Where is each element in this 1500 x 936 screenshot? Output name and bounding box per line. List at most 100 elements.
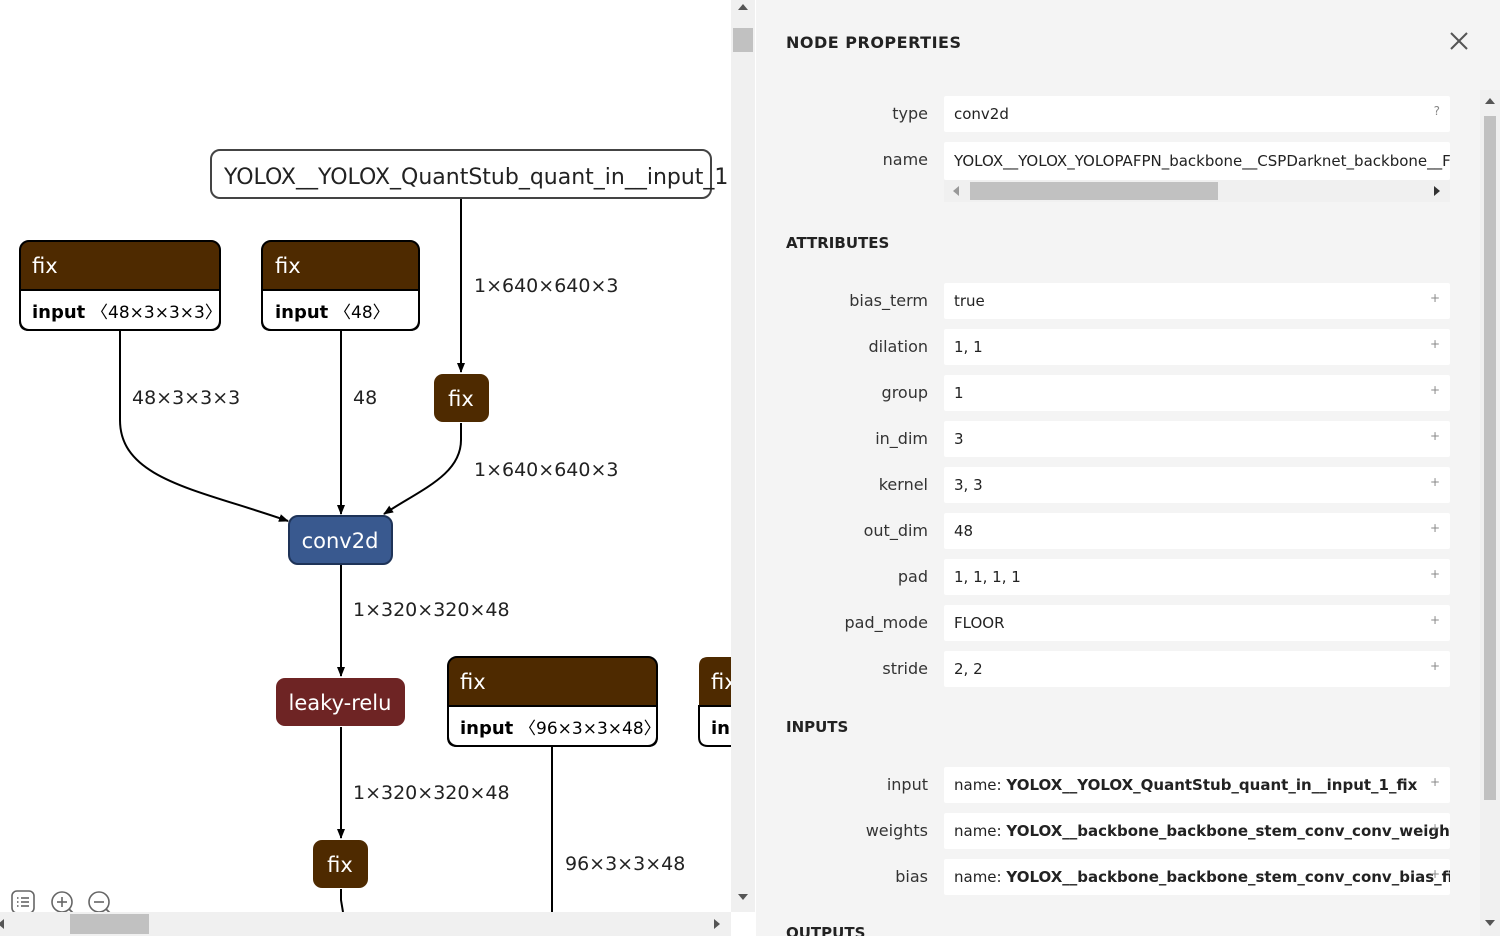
expand-plus-icon[interactable]: + [1429,867,1440,881]
panel-scroll-down-icon[interactable] [1485,920,1495,926]
input-label: input [886,775,928,794]
panel-scroll-up-icon[interactable] [1485,98,1495,104]
zoom-in-button[interactable] [50,890,74,912]
fix-node-clipped-input: in [711,718,730,739]
expand-plus-icon[interactable]: + [1429,429,1440,443]
name-prefix: name: [954,868,1007,886]
graph-vertical-scrollbar[interactable] [731,0,755,912]
graph-svg[interactable]: 1×640×640×3 48×3×3×3 48 1×640×640×3 1×32… [0,0,731,912]
graph-vertical-scroll-thumb[interactable] [733,28,753,52]
type-help-icon[interactable]: ? [1433,104,1440,118]
attr-value-stride[interactable]: 2, 2+ [944,651,1450,687]
fix-node-bias-input-word: input [275,302,329,323]
edge-label-fix-conv: 1×640×640×3 [474,459,618,481]
fix-node-weights[interactable]: fix input 〈48×3×3×3〉 [19,240,222,331]
graph-input-node[interactable]: YOLOX__YOLOX_QuantStub_quant_in__input_1 [210,149,728,199]
name-value[interactable]: YOLOX__YOLOX_YOLOPAFPN_backbone__CSPDark… [944,142,1450,180]
fix-node-input-title: fix [448,387,474,411]
name-scroll-right-icon[interactable] [1434,186,1440,196]
expand-plus-icon[interactable]: + [1429,613,1440,627]
name-label: name [882,150,928,169]
input-value-weights[interactable]: name: YOLOX__backbone_backbone_stem_conv… [944,813,1450,849]
input-value-input[interactable]: name: YOLOX__YOLOX_QuantStub_quant_in__i… [944,767,1450,803]
graph-canvas[interactable]: 1×640×640×3 48×3×3×3 48 1×640×640×3 1×32… [0,0,731,912]
leaky-relu-node[interactable]: leaky-relu [276,678,405,726]
attr-label: out_dim [863,521,928,540]
attr-label: bias_term [849,291,928,310]
type-label: type [892,104,928,123]
type-value[interactable]: conv2d ? [944,96,1450,132]
fix-node-input[interactable]: fix [434,374,489,422]
input-label: bias [895,867,928,886]
expand-plus-icon[interactable]: + [1429,337,1440,351]
fix-node-bias-shape: 〈48〉 [334,303,390,323]
name-scroll-thumb[interactable] [970,182,1218,200]
conv2d-node[interactable]: conv2d [288,515,393,565]
leaky-relu-node-label: leaky-relu [289,691,392,715]
fix-node-relu-title: fix [327,853,353,877]
edge-label-weights: 48×3×3×3 [132,387,240,409]
expand-plus-icon[interactable]: + [1429,475,1440,489]
inputs-heading: INPUTS [786,718,849,736]
expand-plus-icon[interactable]: + [1429,567,1440,581]
panel-vertical-scroll-thumb[interactable] [1484,116,1496,800]
edge-label-bias: 48 [353,387,377,409]
close-button[interactable] [1446,28,1472,54]
scroll-up-arrow-icon[interactable] [738,4,748,10]
attr-label: pad [897,567,928,586]
close-icon [1450,32,1468,50]
fix-node-bias-title: fix [275,254,301,278]
edge-weights-to-conv [119,331,289,522]
zoom-out-button[interactable] [87,890,111,912]
input-label: weights [865,821,928,840]
expand-plus-icon[interactable]: + [1429,821,1440,835]
list-view-button[interactable] [11,890,35,912]
fix-node-clipped[interactable]: fix in [698,657,731,747]
attr-value-dilation[interactable]: 1, 1+ [944,329,1450,365]
expand-plus-icon[interactable]: + [1429,775,1440,789]
scroll-down-arrow-icon[interactable] [738,894,748,900]
attr-value-group[interactable]: 1+ [944,375,1450,411]
expand-plus-icon[interactable]: + [1429,383,1440,397]
fix-node-weights2[interactable]: fix input 〈96×3×3×48〉 [447,656,661,747]
expand-plus-icon[interactable]: + [1429,659,1440,673]
attr-label: pad_mode [844,613,929,632]
expand-plus-icon[interactable]: + [1429,521,1440,535]
attr-value-out-dim[interactable]: 48 + [944,513,1450,549]
fix-node-relu[interactable]: fix [313,840,368,888]
attr-value-text: 3, 3 [954,476,983,494]
panel-vertical-scrollbar[interactable] [1480,90,1500,936]
scroll-left-arrow-icon[interactable] [0,919,4,929]
list-icon [11,890,35,912]
attr-value-in-dim[interactable]: 3+ [944,421,1450,457]
fix-node-bias[interactable]: fix input 〈48〉 [261,240,420,331]
attr-value-text: 3 [954,430,964,448]
scroll-right-arrow-icon[interactable] [714,919,720,929]
attributes-heading: ATTRIBUTES [786,234,890,252]
input-value-bias[interactable]: name: YOLOX__backbone_backbone_stem_conv… [944,859,1450,895]
svg-text:input 〈48〉: input 〈48〉 [275,302,390,323]
zoom-out-icon [88,891,111,912]
attr-value-text: 48 [954,522,974,540]
conv2d-node-label: conv2d [302,529,379,553]
attr-value-bias-term[interactable]: true+ [944,283,1450,319]
input-node-label: YOLOX__YOLOX_QuantStub_quant_in__input_1 [223,165,728,190]
name-scroll-left-icon[interactable] [953,186,959,196]
attr-value-text: 1, 1, 1, 1 [954,568,1021,586]
expand-plus-icon[interactable]: + [1429,291,1440,305]
zoom-in-icon [51,891,74,912]
graph-horizontal-scrollbar[interactable] [0,912,731,936]
fix-node-weights-input-word: input [32,302,86,323]
attr-label: kernel [878,475,928,494]
graph-edges [119,199,553,912]
type-value-text: conv2d [954,105,1009,123]
fix-node-weights-shape: 〈48×3×3×3〉 [91,303,222,323]
name-horizontal-scrollbar[interactable] [944,180,1450,202]
attr-value-kernel[interactable]: 3, 3 + [944,467,1450,503]
edge-label-weights2: 96×3×3×48 [565,853,685,875]
attr-value-pad-mode[interactable]: FLOOR + [944,605,1450,641]
attr-value-pad[interactable]: 1, 1, 1, 1 + [944,559,1450,595]
attr-label: dilation [868,337,929,356]
graph-horizontal-scroll-thumb[interactable] [70,914,149,934]
attr-value-text: FLOOR [954,614,1005,632]
